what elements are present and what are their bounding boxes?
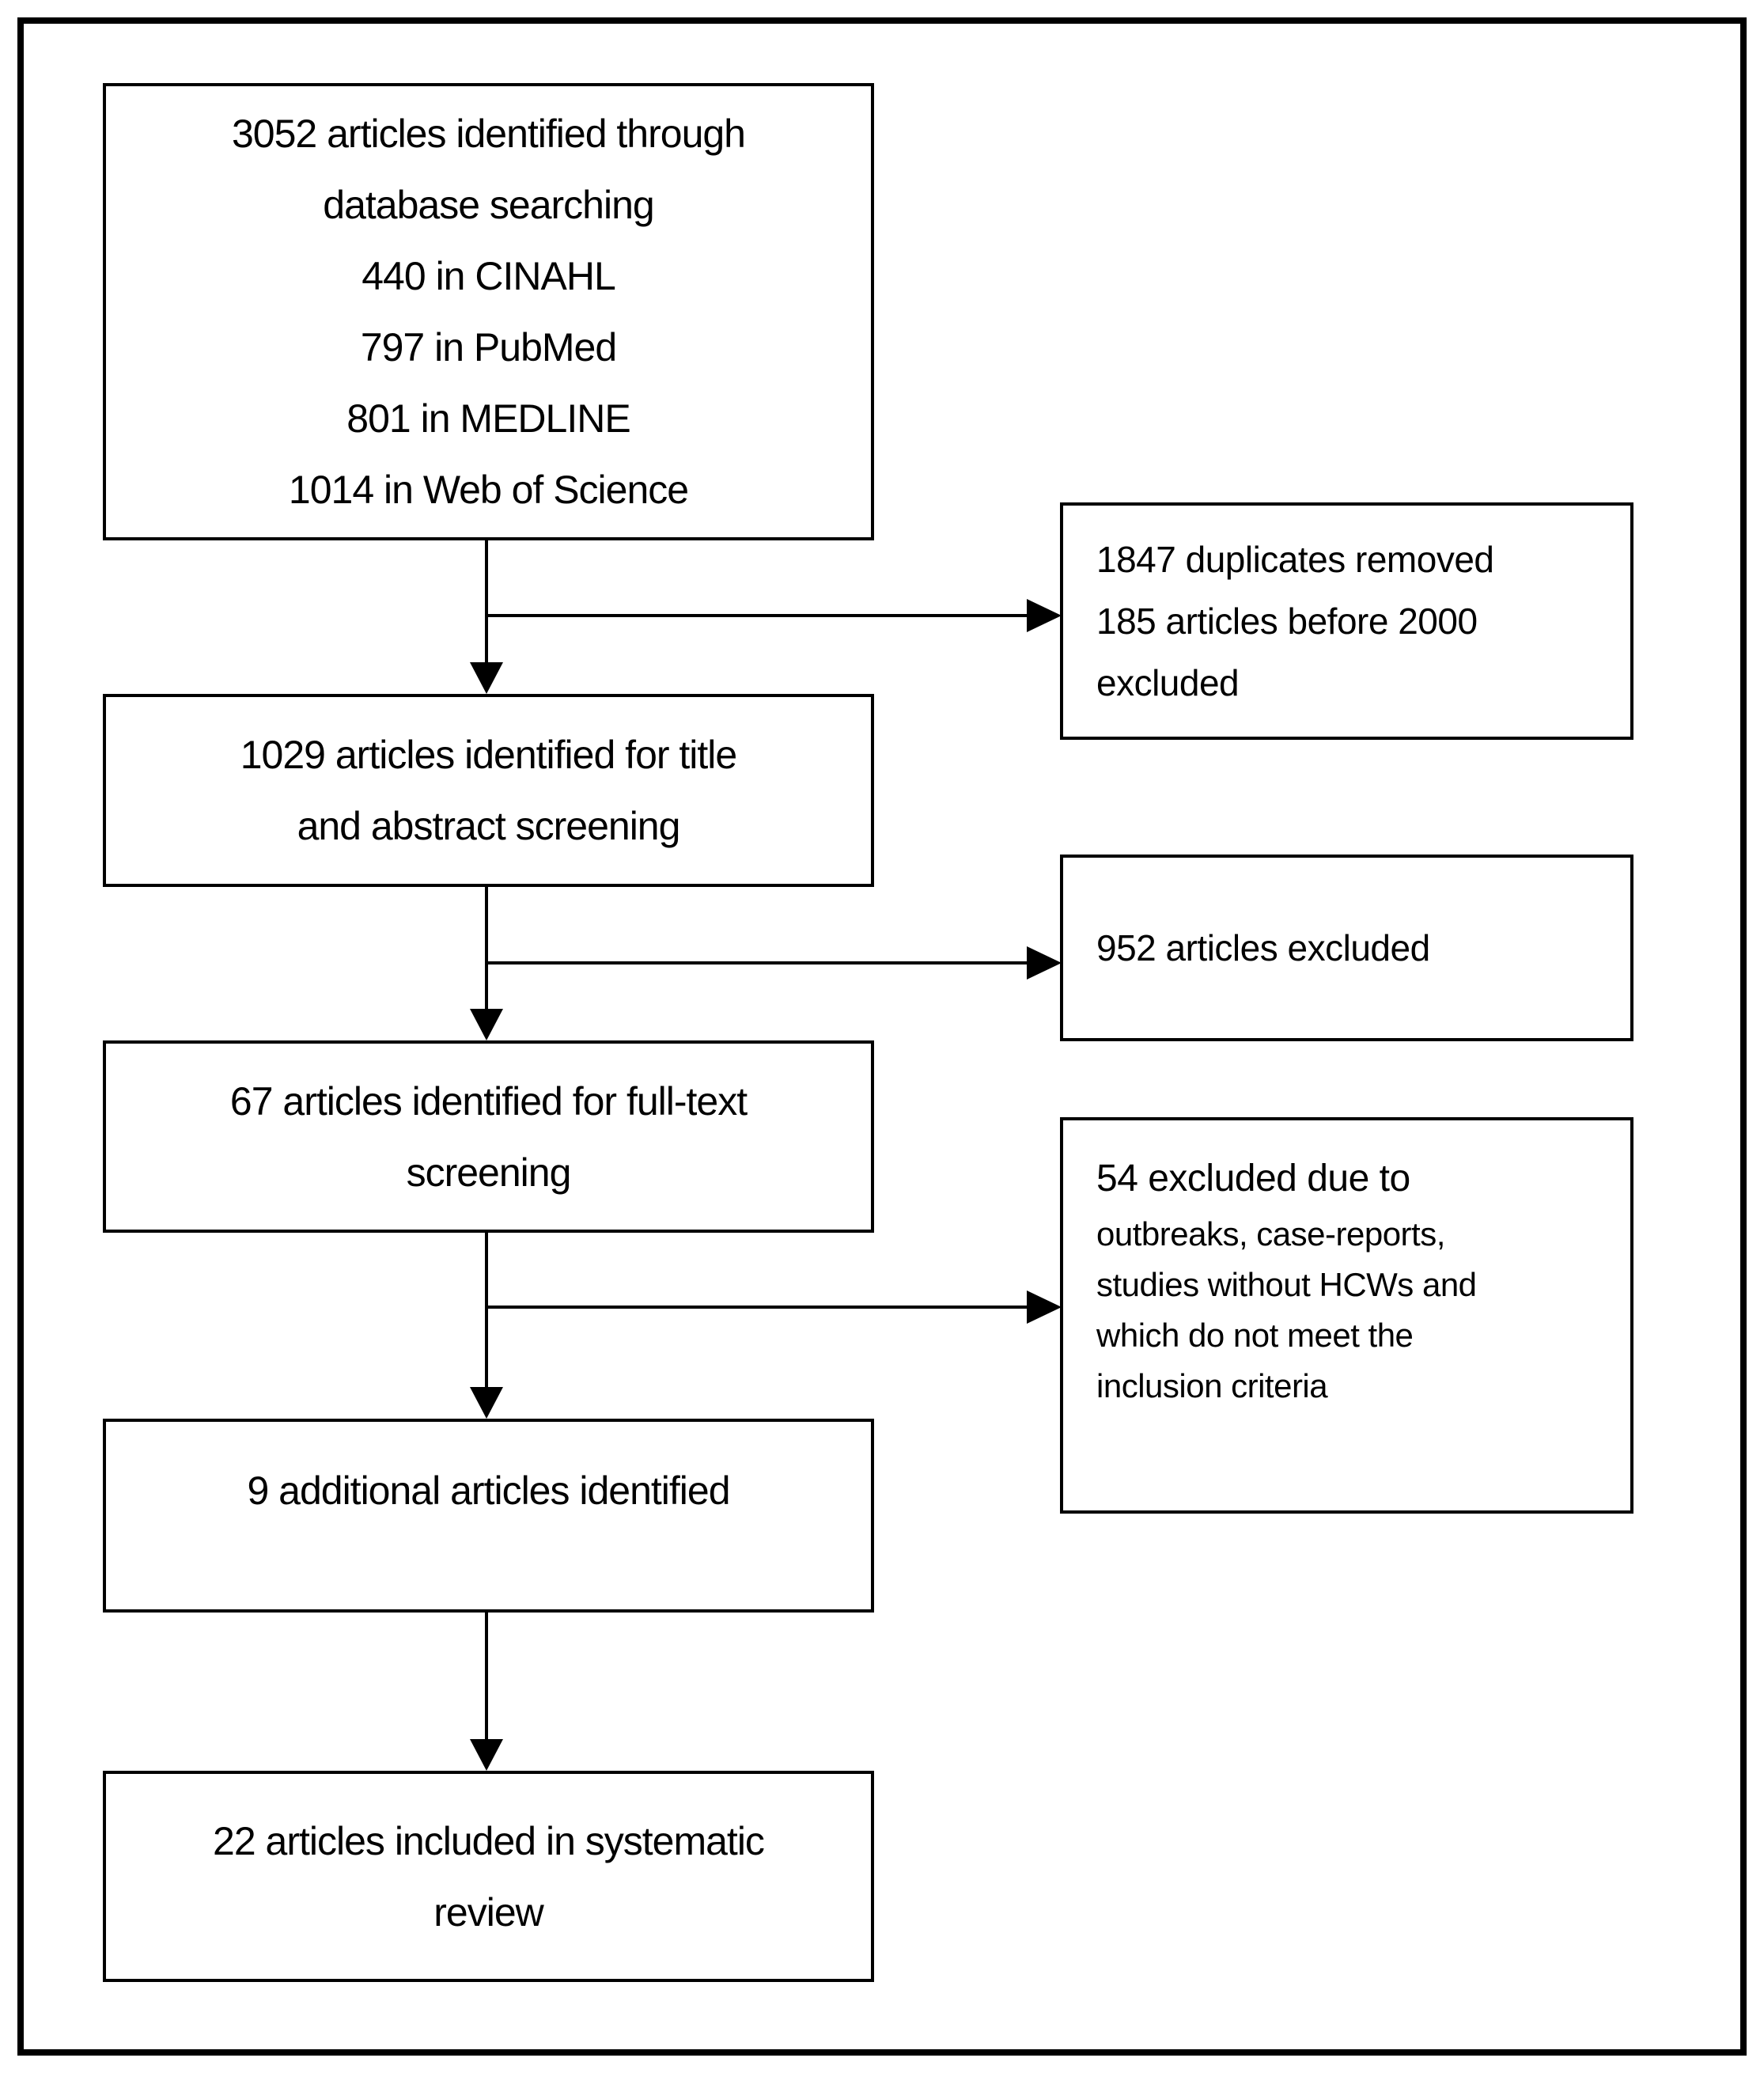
box-full-text-excluded-line: inclusion criteria: [1096, 1366, 1328, 1404]
box-records-identified-line: database searching: [323, 183, 654, 227]
box-records-identified: 3052 articles identified through databas…: [103, 83, 874, 540]
box-additional-articles-line: 9 additional articles identified: [247, 1469, 730, 1513]
box-duplicates-removed: 1847 duplicates removed 185 articles bef…: [1060, 502, 1633, 740]
box-full-text-screening-line: 67 articles identified for full-text: [229, 1078, 748, 1124]
box-duplicates-removed-line: 185 articles before 2000: [1096, 601, 1478, 642]
arrowhead-right-icon: [1027, 946, 1062, 980]
outer-border: [17, 17, 1747, 2056]
box-full-text-excluded: 54 excluded due to outbreaks, case-repor…: [1060, 1117, 1633, 1514]
connector-to-full-text-excluded: [486, 1306, 1028, 1309]
connector-to-duplicates-removed: [486, 614, 1028, 617]
box-additional-articles: 9 additional articles identified: [103, 1419, 874, 1613]
connector-identification-to-screening: [485, 540, 488, 662]
box-title-abstract-screening: 1029 articles identified for title and a…: [103, 694, 874, 887]
arrowhead-down-icon: [470, 662, 503, 694]
box-articles-excluded: 952 articles excluded: [1060, 855, 1633, 1041]
arrowhead-down-icon: [470, 1739, 503, 1771]
box-full-text-screening-line: screening: [406, 1150, 572, 1195]
box-included-in-review-line: review: [433, 1889, 543, 1935]
box-duplicates-removed-line: 1847 duplicates removed: [1096, 539, 1494, 580]
box-included-in-review: 22 articles included in systematic revie…: [103, 1771, 874, 1982]
connector-to-articles-excluded: [486, 961, 1028, 964]
box-records-identified-line: 440 in CINAHL: [362, 254, 615, 298]
arrowhead-down-icon: [470, 1387, 503, 1419]
box-full-text-excluded-lead: 54 excluded due to: [1096, 1157, 1410, 1199]
box-articles-excluded-line: 952 articles excluded: [1096, 927, 1430, 968]
box-records-identified-line: 801 in MEDLINE: [346, 396, 630, 441]
connector-fulltext-to-additional: [485, 1233, 488, 1387]
box-records-identified-line: 797 in PubMed: [360, 325, 617, 370]
box-full-text-excluded-line: outbreaks, case-reports,: [1096, 1215, 1445, 1253]
box-full-text-excluded-line: which do not meet the: [1096, 1316, 1414, 1354]
connector-screening-to-fulltext: [485, 887, 488, 1009]
arrowhead-right-icon: [1027, 1290, 1062, 1324]
arrowhead-right-icon: [1027, 599, 1062, 632]
arrowhead-down-icon: [470, 1009, 503, 1040]
box-included-in-review-line: 22 articles included in systematic: [213, 1818, 765, 1863]
box-records-identified-line: 3052 articles identified through: [231, 112, 746, 156]
box-full-text-screening: 67 articles identified for full-text scr…: [103, 1040, 874, 1233]
box-title-abstract-screening-line: and abstract screening: [297, 804, 681, 848]
box-full-text-excluded-line: studies without HCWs and: [1096, 1265, 1477, 1303]
box-title-abstract-screening-line: 1029 articles identified for title: [240, 733, 737, 777]
box-records-identified-line: 1014 in Web of Science: [288, 468, 689, 512]
box-duplicates-removed-line: excluded: [1096, 662, 1240, 703]
connector-additional-to-included: [485, 1613, 488, 1739]
